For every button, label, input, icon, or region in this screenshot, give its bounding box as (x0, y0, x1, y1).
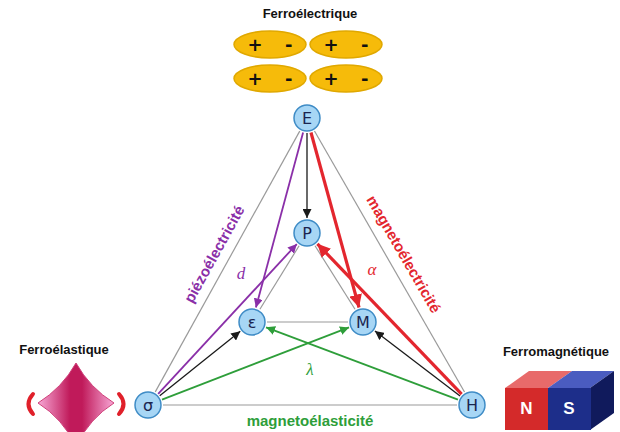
direct-response-arrow (160, 331, 241, 395)
pole-letter: N (520, 399, 532, 419)
quantity-symbol: M (356, 313, 370, 332)
inner-triangle-line (267, 321, 348, 322)
direct-response-arrow (375, 331, 460, 396)
coefficient-symbol: λ (306, 360, 313, 380)
quantity-symbol: σ (143, 396, 153, 415)
quantity-symbol: ε (248, 313, 257, 332)
magnetoelectric-arrow (317, 244, 461, 394)
quantity-circle: H (458, 391, 486, 419)
magnetoelastic-arrow (162, 327, 349, 399)
direct-response-arrow (306, 133, 307, 218)
dipole-charges: + - (324, 68, 369, 89)
outer-triangle-line (155, 131, 299, 392)
ellipse-shape (310, 65, 382, 92)
quantity-circle: E (293, 104, 321, 132)
piezoelectric-arrow (158, 244, 297, 394)
circle-shape (459, 392, 485, 418)
dipole-charges: + - (324, 34, 369, 55)
effect-label: magnetoélasticité (247, 412, 374, 429)
ellipse-shape (310, 31, 382, 58)
quantity-symbol: P (302, 224, 312, 243)
dipole-ellipse: + - (309, 64, 383, 93)
quantity-circle: P (293, 219, 321, 247)
ellipse-shape (234, 31, 306, 58)
piezoelectric-arrow (256, 132, 303, 307)
ellipse-shape (234, 65, 306, 92)
dipole-ellipse: + - (309, 30, 383, 59)
effect-label: magnetoélectricité (363, 192, 444, 315)
magnet-pole: S (548, 388, 591, 430)
circle-shape (239, 309, 265, 335)
coefficient-symbol: α (368, 260, 377, 280)
circle-shape (294, 105, 320, 131)
dipole-ellipse: + - (233, 64, 307, 93)
coefficient-symbol: d (237, 264, 246, 284)
quantity-circle: ε (238, 308, 266, 336)
pole-letter: S (563, 399, 574, 419)
outer-triangle-line (314, 131, 464, 392)
dipole-charges: + - (248, 34, 293, 55)
category-label: Ferroélastique (19, 342, 109, 357)
effect-label: piézoélectricité (180, 202, 247, 305)
category-label: Ferroélectrique (263, 6, 358, 21)
quantity-circle: M (349, 308, 377, 336)
circle-shape (294, 220, 320, 246)
magnetoelectric-arrow (311, 132, 359, 307)
quantity-symbol: E (302, 109, 312, 128)
category-label: Ferromagnétique (503, 344, 609, 359)
strain-arrow (119, 394, 124, 414)
circle-shape (135, 392, 161, 418)
strain-arrow (29, 394, 34, 414)
magnet-side-face (590, 371, 614, 430)
quantity-symbol: H (466, 396, 478, 415)
dipole-charges: + - (248, 68, 293, 89)
circle-shape (350, 309, 376, 335)
magnetoelastic-arrow (266, 327, 458, 399)
ferroelastic-crystal (38, 363, 114, 432)
magnet-pole: N (505, 388, 548, 430)
dipole-ellipse: + - (233, 30, 307, 59)
outer-triangle-line (163, 404, 457, 405)
quantity-circle: σ (134, 391, 162, 419)
